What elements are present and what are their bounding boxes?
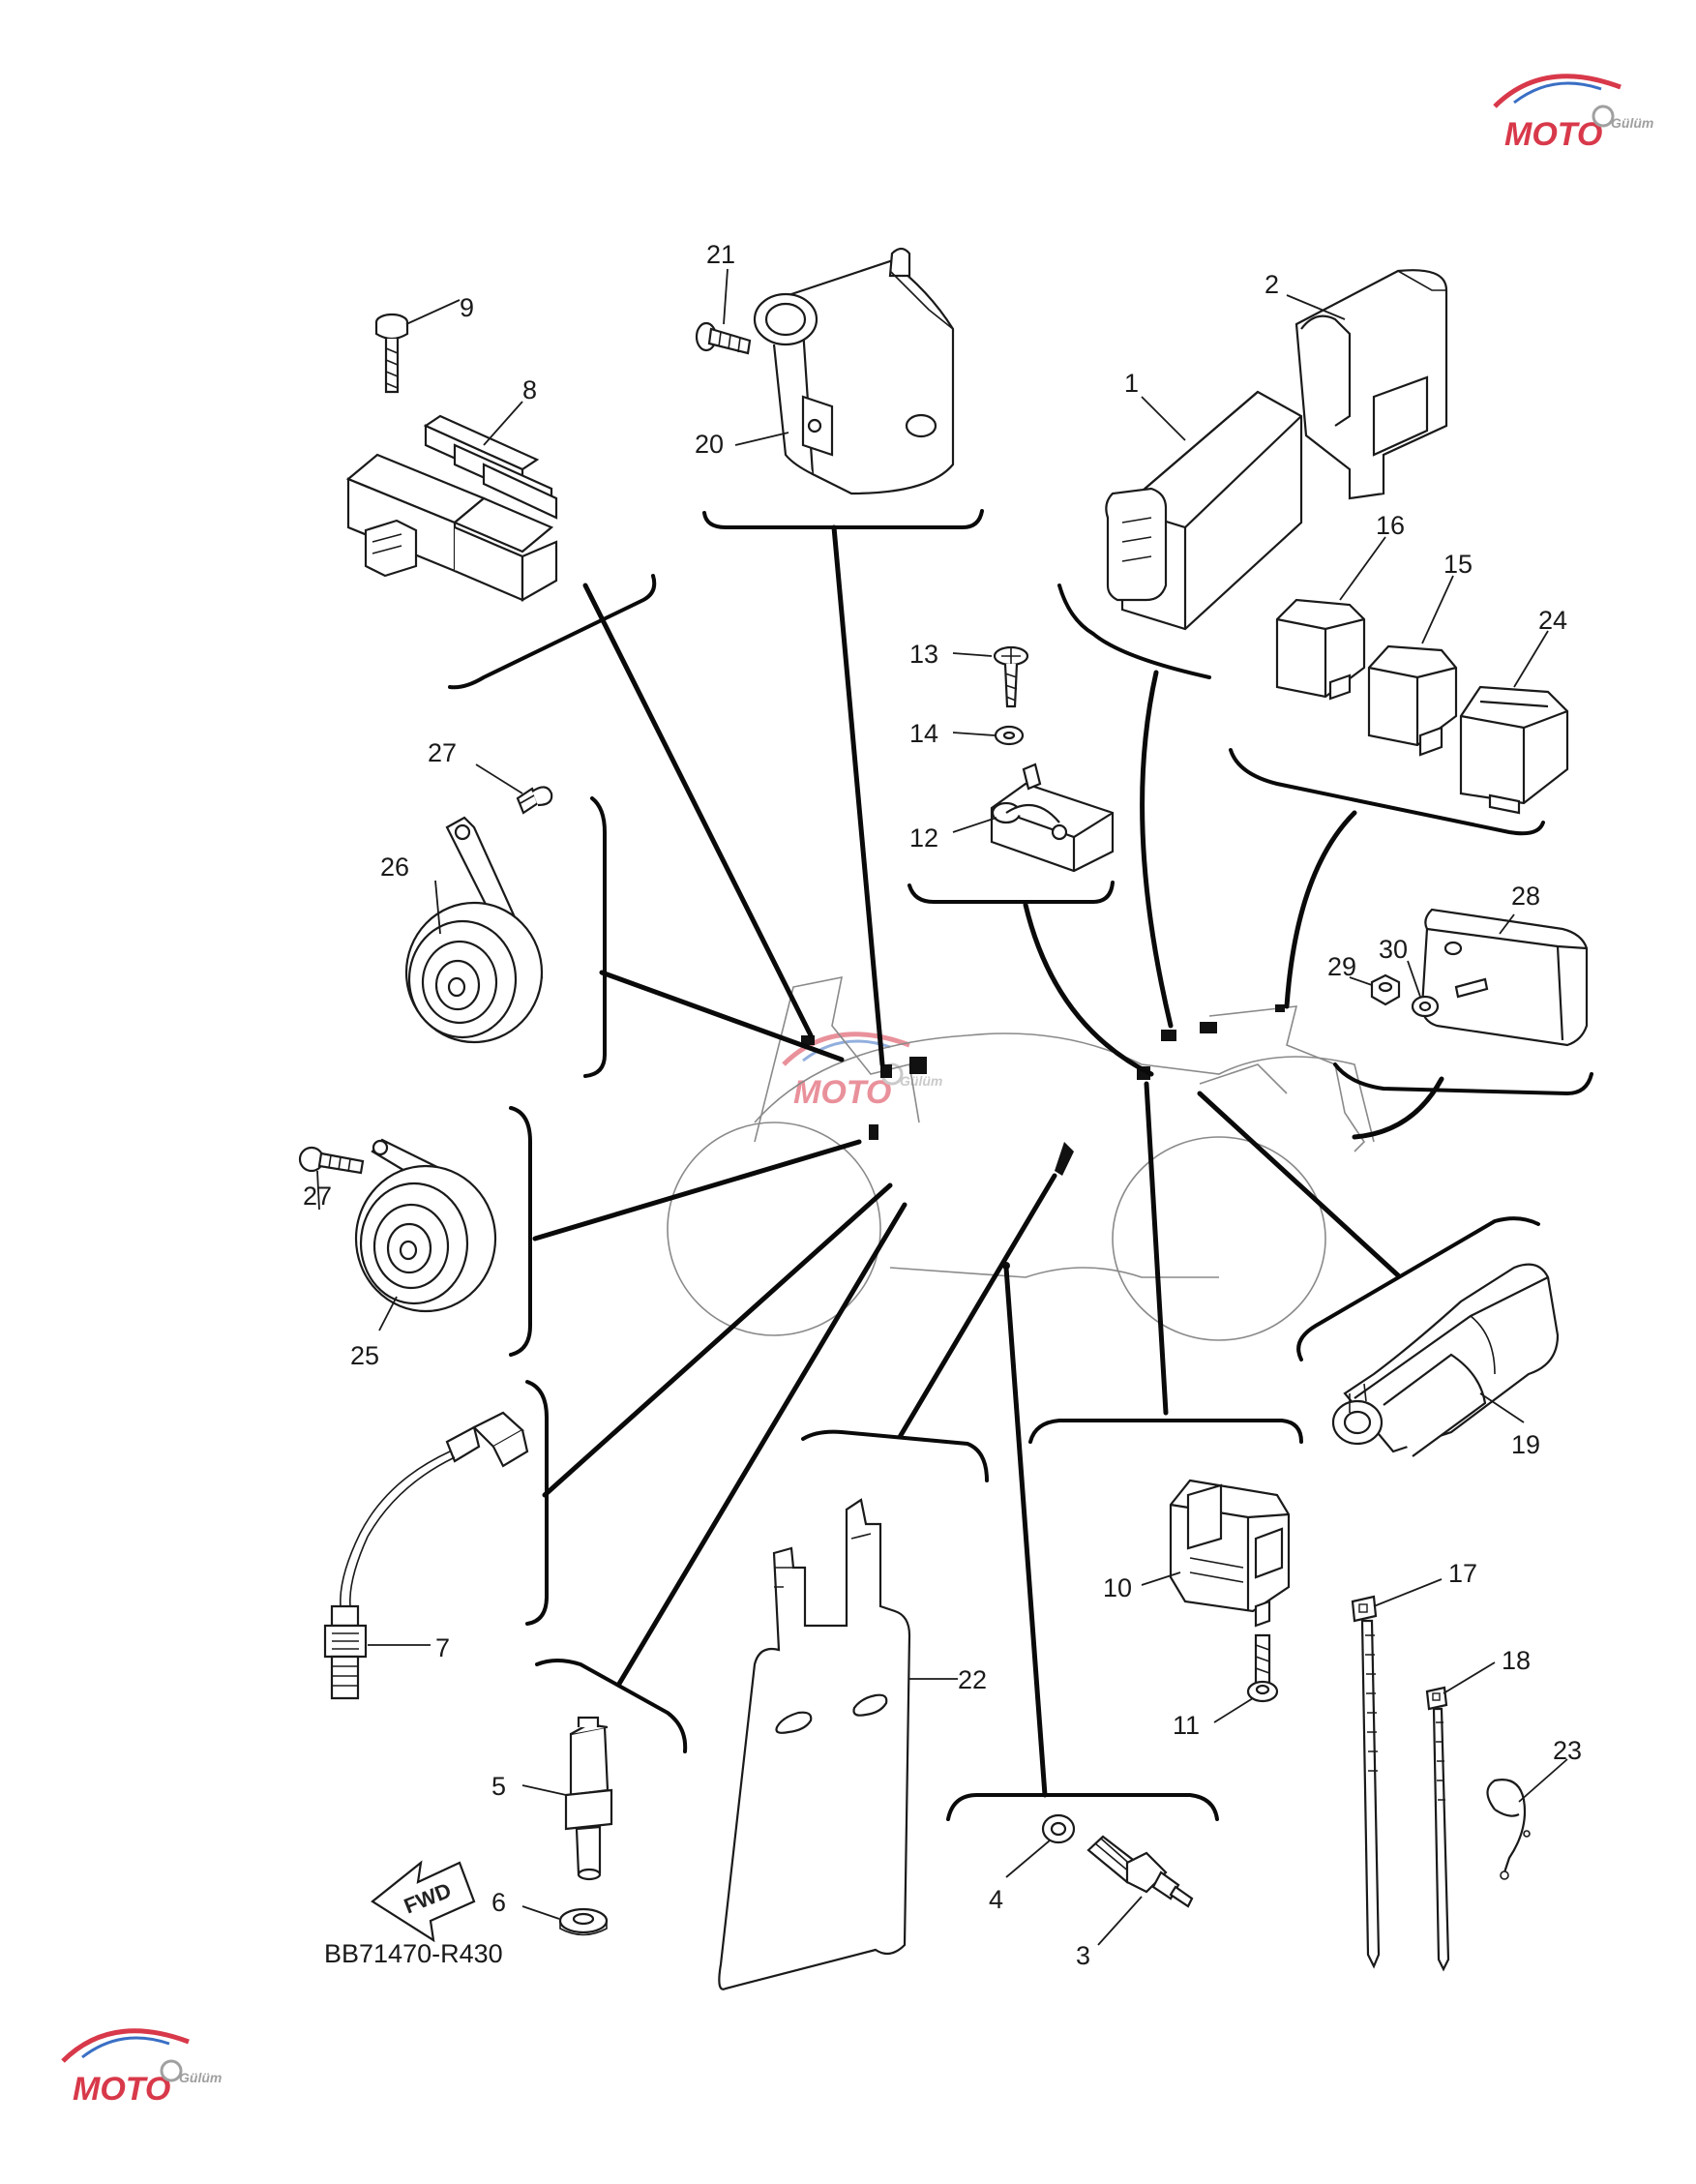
callout-numbers: 9 8 21 20 1 2 16 15 24 13 14 12 28 29 30… <box>303 240 1582 1970</box>
relay-block-part-10 <box>1169 1479 1291 1628</box>
svg-text:Gülüm: Gülüm <box>179 2070 222 2085</box>
screw-part-21 <box>695 321 752 355</box>
gasket-part-6 <box>558 1907 609 1936</box>
svg-text:Gülüm: Gülüm <box>900 1073 942 1089</box>
callout-15: 15 <box>1443 550 1473 579</box>
callout-21: 21 <box>706 240 735 269</box>
callout-22: 22 <box>958 1665 987 1694</box>
callout-1: 1 <box>1124 369 1139 398</box>
callout-27-lower: 27 <box>303 1182 332 1211</box>
callout-14: 14 <box>909 719 938 748</box>
svg-text:MOTO: MOTO <box>73 2071 170 2108</box>
screw-part-13 <box>993 645 1029 708</box>
o2-sensor-part-7 <box>323 1411 529 1700</box>
callout-8: 8 <box>522 375 537 404</box>
watermark-logo-center: MOTO Gülüm <box>782 1032 942 1111</box>
callout-18: 18 <box>1502 1646 1531 1675</box>
ecu-part-1 <box>1105 390 1303 631</box>
harness-connector-mark <box>1161 1030 1176 1041</box>
callout-11: 11 <box>1173 1711 1200 1740</box>
callout-28: 28 <box>1511 882 1540 911</box>
harness-connector-mark <box>1275 1004 1285 1012</box>
harness-connector-mark <box>909 1057 927 1074</box>
horn-part-25 <box>354 1138 497 1313</box>
bolt-part-11 <box>1246 1633 1279 1703</box>
washer-part-30 <box>1411 995 1440 1018</box>
bolt-part-9 <box>374 313 409 394</box>
harness-connector-mark <box>801 1035 815 1045</box>
svg-text:MOTO: MOTO <box>793 1074 891 1111</box>
vehicle-outline <box>667 975 1375 1341</box>
nut-part-29 <box>1370 973 1401 1006</box>
cable-tie-part-17 <box>1351 1595 1381 1969</box>
forward-direction-arrow: FWD <box>371 1860 476 1943</box>
watermark-logo-top-right: MOTO Gülüm <box>1493 74 1653 153</box>
callout-12: 12 <box>909 823 938 853</box>
wire-clip-part-23 <box>1486 1779 1531 1880</box>
sensor-part-3 <box>1086 1835 1194 1908</box>
callout-4: 4 <box>989 1885 1003 1914</box>
callout-19: 19 <box>1511 1430 1540 1459</box>
callout-26: 26 <box>380 853 409 882</box>
harness-connector-mark <box>869 1124 878 1140</box>
cable-tie-part-18 <box>1425 1686 1450 1972</box>
regulator-rectifier-part-8 <box>345 414 558 602</box>
watermark-logo-bottom-left: MOTO Gülüm <box>61 2028 222 2108</box>
callout-10: 10 <box>1103 1573 1132 1602</box>
svg-text:MOTO: MOTO <box>1504 116 1602 153</box>
callout-24: 24 <box>1538 606 1567 635</box>
callout-3: 3 <box>1076 1941 1090 1970</box>
diagram-reference-code: BB71470-R430 <box>324 1939 503 1968</box>
relay-part-24 <box>1459 685 1569 815</box>
callout-13: 13 <box>909 640 938 669</box>
callout-9: 9 <box>460 293 474 322</box>
horn-part-26 <box>404 816 544 1044</box>
callout-23: 23 <box>1553 1736 1582 1765</box>
callout-2: 2 <box>1265 270 1279 299</box>
callout-25: 25 <box>350 1341 379 1370</box>
relay-part-16 <box>1275 598 1366 701</box>
harness-connector-mark <box>1200 1022 1217 1033</box>
leader-lines <box>316 268 1568 1946</box>
callout-6: 6 <box>491 1888 506 1917</box>
relay-part-15 <box>1367 644 1458 757</box>
washer-part-4 <box>1041 1813 1076 1844</box>
svg-text:Gülüm: Gülüm <box>1611 115 1653 131</box>
bolt-part-27-lower <box>298 1146 365 1175</box>
callout-7: 7 <box>435 1633 450 1662</box>
callout-30: 30 <box>1379 935 1408 964</box>
harness-lines <box>532 524 1444 1798</box>
group-brackets <box>448 509 1593 1821</box>
callout-20: 20 <box>695 430 724 459</box>
callout-27-upper: 27 <box>428 738 457 767</box>
temp-sensor-part-5 <box>564 1716 613 1881</box>
harness-connector-mark <box>880 1064 892 1078</box>
shield-plate-part-22 <box>718 1498 911 1990</box>
callout-16: 16 <box>1376 511 1405 540</box>
washer-part-14 <box>994 725 1025 746</box>
bolt-part-27-upper <box>516 786 553 815</box>
module-part-28 <box>1420 908 1589 1047</box>
harness-connector-mark <box>1055 1142 1074 1176</box>
callout-17: 17 <box>1448 1559 1477 1588</box>
callout-5: 5 <box>491 1772 506 1801</box>
callout-29: 29 <box>1327 952 1356 981</box>
rubber-boot-part-19 <box>1331 1263 1560 1457</box>
ecu-bracket-part-2 <box>1294 269 1448 500</box>
cover-part-20 <box>753 247 955 495</box>
sensor-part-12 <box>990 763 1115 873</box>
